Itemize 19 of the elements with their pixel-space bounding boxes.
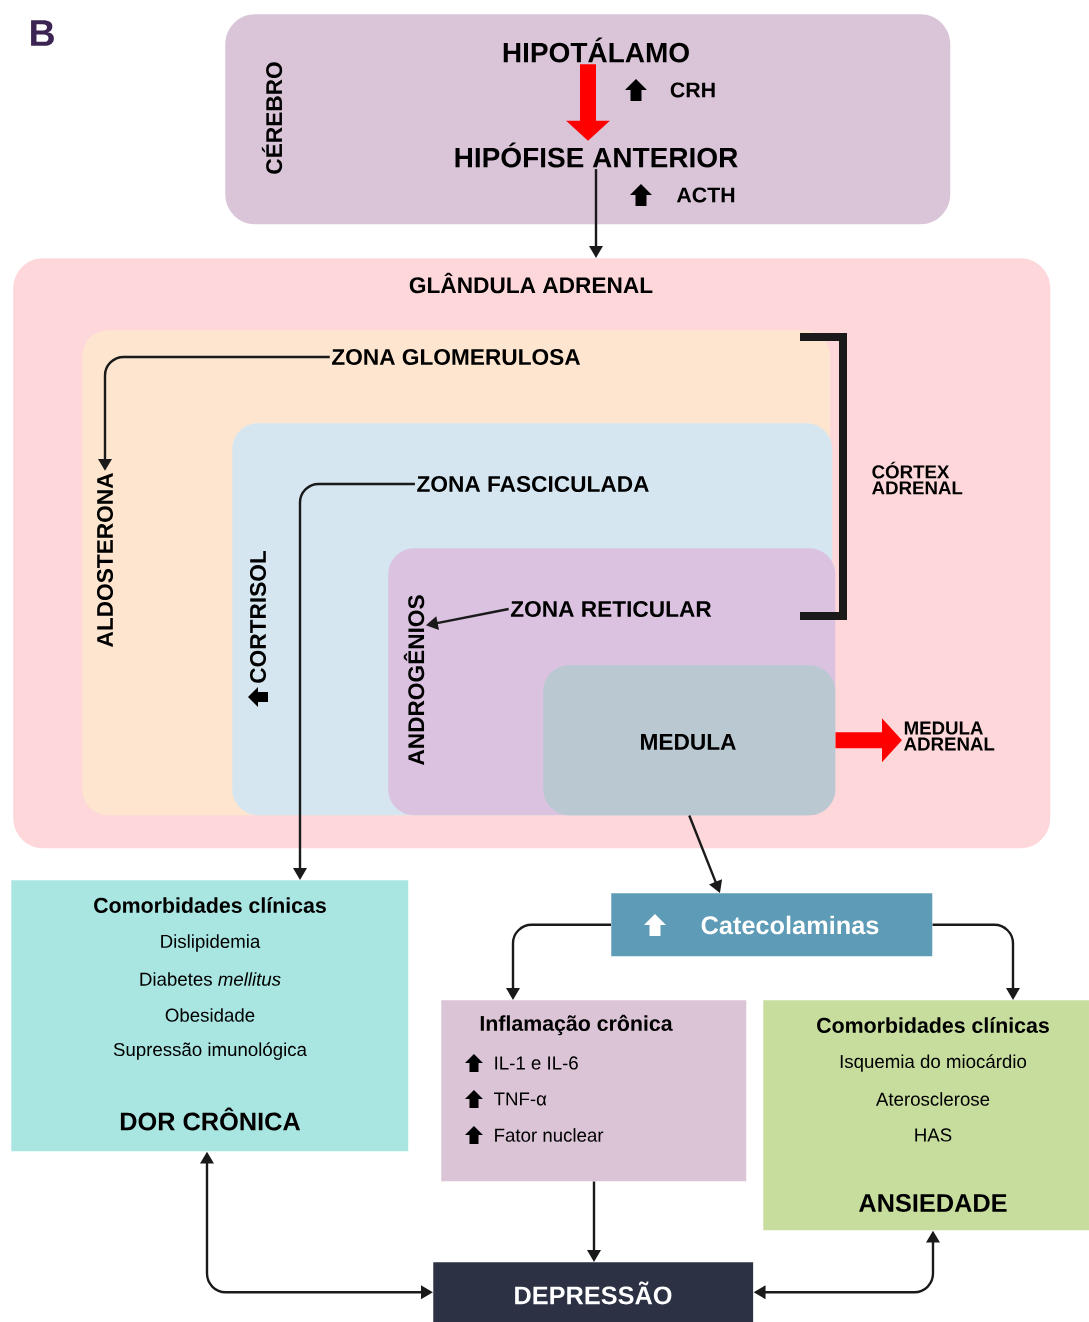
info-box: Inflamação crônica IL-1 e IL-6 TNF-α Fator nuclear	[441, 1000, 747, 1182]
edge-label: CRH	[670, 82, 715, 98]
depression-box: DEPRESSÃO	[433, 1262, 754, 1322]
structure-label: MEDULA ADRENAL	[904, 721, 995, 751]
info-box: Comorbidades clínicas Dislipidemia Diabetes mellitus Obesidade Supressão imunológica DOR CRÔNICA	[11, 880, 409, 1152]
zone-label: ZONA GLOMERULOSA	[332, 348, 581, 366]
zone-label: ZONA RETICULAR	[510, 600, 712, 618]
structure-label: HIPÓFISE ANTERIOR	[455, 142, 738, 168]
hormone-box: Catecolaminas	[611, 893, 933, 957]
medulla-box: MEDULA	[543, 665, 836, 816]
structure-label: HIPOTÁLAMO	[503, 37, 689, 63]
hormone-label: CORTRISOL	[248, 550, 268, 707]
hormone-label: ANDROGÊNIOS	[403, 595, 425, 766]
edge-label: ACTH	[676, 187, 735, 203]
zone-label: ZONA FASCICULADA	[417, 475, 649, 493]
hormone-label: ALDOSTERONA	[96, 473, 114, 647]
side-label: CÓRTEX ADRENAL	[872, 461, 963, 495]
panel-letter: B	[31, 20, 54, 46]
info-box: Comorbidades clínicas Isquemia do miocárdio Aterosclerose HAS ANSIEDADE	[763, 1000, 1089, 1231]
